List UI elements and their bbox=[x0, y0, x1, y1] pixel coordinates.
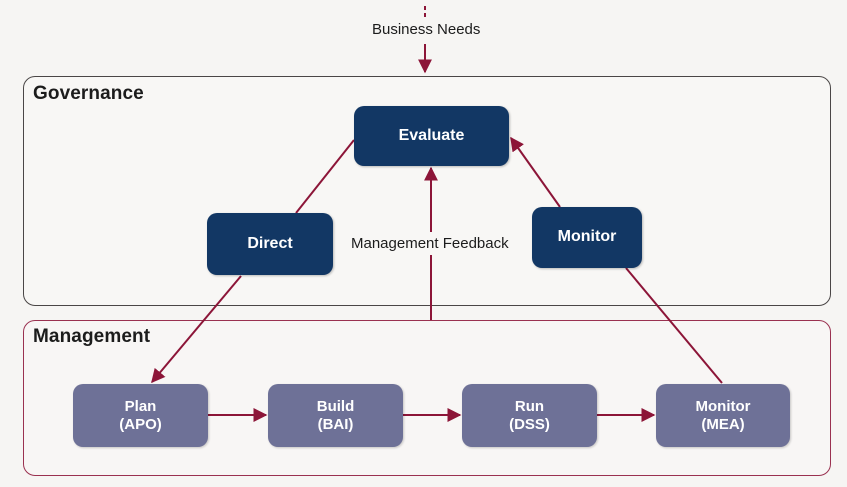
direct-label: Direct bbox=[247, 234, 293, 252]
business-needs-label: Business Needs bbox=[372, 21, 481, 38]
build-code: (BAI) bbox=[317, 415, 354, 433]
direct-to-plan-arrow bbox=[151, 275, 242, 384]
evaluate-label: Evaluate bbox=[398, 126, 465, 144]
run-name: Run bbox=[514, 398, 545, 416]
run-code: (DSS) bbox=[509, 415, 550, 433]
management-title: Management bbox=[33, 326, 151, 347]
evaluate-box: Evaluate bbox=[354, 106, 509, 166]
monitor-mea-to-monitor-line bbox=[625, 267, 723, 384]
build-name: Build bbox=[316, 398, 355, 416]
monitor-governance-box: Monitor bbox=[532, 207, 642, 268]
plan-code: (APO) bbox=[119, 415, 162, 433]
plan-apo-box: Plan (APO) bbox=[73, 384, 208, 447]
run-dss-box: Run (DSS) bbox=[462, 384, 597, 447]
monitor-governance-label: Monitor bbox=[557, 228, 617, 246]
direct-box: Direct bbox=[207, 213, 333, 275]
management-feedback-label: Management Feedback bbox=[349, 235, 511, 252]
governance-title: Governance bbox=[33, 83, 144, 104]
monitor-to-evaluate-arrow bbox=[510, 136, 561, 208]
evaluate-to-direct-line bbox=[295, 139, 355, 214]
monitor-mea-name: Monitor bbox=[695, 398, 751, 416]
monitor-mea-code: (MEA) bbox=[701, 415, 745, 433]
plan-name: Plan bbox=[124, 398, 157, 416]
build-bai-box: Build (BAI) bbox=[268, 384, 403, 447]
monitor-mea-box: Monitor (MEA) bbox=[656, 384, 790, 447]
